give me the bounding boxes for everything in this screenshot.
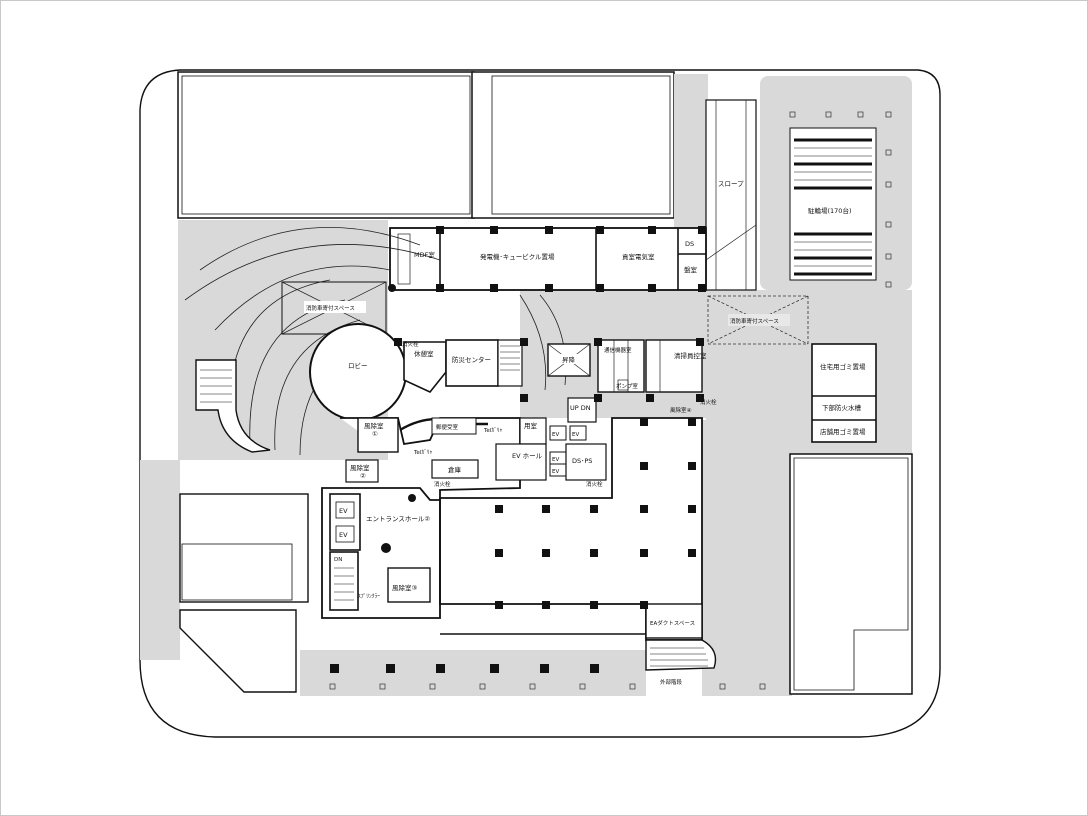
- tel2-label: Telｶﾞﾘｬ: [483, 427, 503, 434]
- block-bottom-left-2: [179, 609, 297, 693]
- ds-ps-label: DS･PS: [572, 457, 592, 465]
- west-strip: [140, 460, 180, 660]
- wind-room-2-num: ②: [360, 472, 366, 480]
- ev3-label: EV: [552, 432, 559, 438]
- bicycle-label: 駐輪場(170台): [808, 206, 851, 215]
- cleaning-label: 清掃員控室: [674, 351, 707, 360]
- ev-lift-label: 昇降: [562, 355, 576, 364]
- up-dn-label: UP DN: [570, 404, 591, 412]
- tele-equip-label: 通信機器室: [604, 346, 632, 354]
- wind-room-3-label: 風除室③: [392, 583, 418, 592]
- shop-garbage-label: 店舗用ゴミ置場: [820, 427, 866, 436]
- housing-garbage-label: 住宅用ゴミ置場: [820, 362, 866, 371]
- block-top-left: [177, 71, 475, 219]
- dn-label: DN: [334, 557, 342, 563]
- mail-label: 郵便受室: [436, 423, 459, 431]
- fire-space-left: 消防車寄付スペース: [281, 281, 387, 335]
- ev4-label: EV: [552, 457, 559, 463]
- fire-space-right: 消防車寄付スペース: [707, 295, 809, 345]
- south-strip: [300, 650, 646, 696]
- fire-hydrant-4: 消火栓: [700, 398, 717, 406]
- fire-hydrant-1: 消火栓: [402, 340, 419, 348]
- rest-room-label: 休憩室: [414, 349, 434, 358]
- sewage-label: 下部防火水槽: [822, 403, 862, 412]
- disaster-center-label: 防災センター: [452, 355, 491, 364]
- west-stair: [195, 359, 271, 453]
- electrical-label: 貢室電気室: [622, 252, 655, 261]
- wind-room-1-num: ①: [372, 430, 378, 438]
- lobby-label: ロビー: [348, 361, 368, 370]
- tel1-label: Telｶﾞﾘｬ: [413, 449, 433, 456]
- wind-room-1-label: 風除室: [364, 421, 384, 430]
- ev-hall-label: EV ホール: [512, 452, 543, 460]
- service-rooms: 休憩室 防災センター: [403, 339, 523, 393]
- ea-duct-label: EAダクトスペース: [650, 619, 695, 627]
- slope-label: スロープ: [718, 180, 744, 188]
- outer-stair-label: 外部階段: [660, 678, 683, 686]
- block-bottom-right: [789, 453, 913, 695]
- sprinkler-label: ｽﾌﾟﾘﾝｸﾗｰ: [358, 593, 380, 600]
- west-core: EV EV DN ｽﾌﾟﾘﾝｸﾗｰ: [329, 493, 380, 611]
- ds-top-label: DS: [685, 240, 694, 248]
- ev5-label: EV: [552, 469, 559, 475]
- slope: スロープ: [705, 99, 757, 291]
- fire-space-right-label: 消防車寄付スペース: [730, 317, 779, 325]
- outer-stair: 外部階段: [645, 639, 717, 686]
- columns: [330, 226, 706, 673]
- ground-hall: 郵便受室 風除室 ① 風除室 ② 倉庫 Telｶﾞﾘｬ Telｶﾞﾘｬ 用室 E…: [321, 397, 692, 619]
- east-strip: [702, 420, 792, 696]
- storage-label: 倉庫: [448, 465, 462, 474]
- fire-hydrant-3: 消火栓: [586, 480, 603, 488]
- board-label: 盤室: [684, 265, 698, 274]
- entrance-hall-label: エントランスホール②: [366, 515, 430, 523]
- ev1-label: EV: [339, 507, 348, 515]
- wind-room-4-label: 風除室④: [670, 406, 692, 414]
- mdf-label: MDF室: [414, 250, 435, 259]
- east-rooms: 住宅用ゴミ置場 下部防火水槽 店舗用ゴミ置場: [811, 343, 877, 443]
- generator-label: 発電機･キュービクル置場: [480, 252, 555, 261]
- block-top-mid: [471, 71, 675, 219]
- janitor-label: 用室: [524, 421, 538, 430]
- perimeter-marks: [329, 111, 892, 690]
- ev6-label: EV: [572, 432, 579, 438]
- fire-hydrant-2: 消火栓: [434, 480, 451, 488]
- wind-room-2-label: 風除室: [350, 463, 370, 472]
- bicycle-parking: 駐輪場(170台): [789, 127, 877, 281]
- ev2-label: EV: [339, 531, 348, 539]
- fire-space-left-label: 消防車寄付スペース: [306, 304, 355, 312]
- site-outline: [139, 69, 941, 738]
- small-rooms: ポンプ室 清掃員控室: [597, 339, 707, 393]
- ev-lift-area: 昇降: [547, 343, 591, 377]
- utility-band: MDF室 発電機･キュービクル置場 貢室電気室 DS 盤室: [389, 227, 707, 291]
- pump-label: ポンプ室: [616, 382, 638, 390]
- lobby: ロビー: [309, 323, 407, 421]
